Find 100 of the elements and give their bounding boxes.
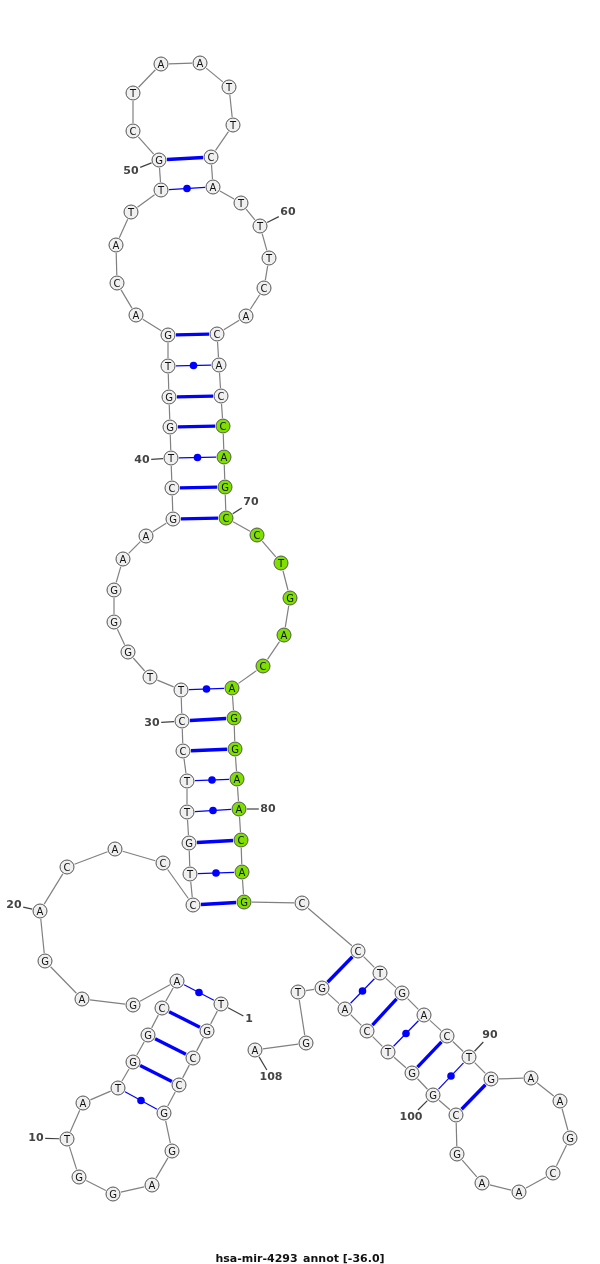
nucleotide-circle: A: [74, 991, 90, 1007]
nucleotide-circle: C: [185, 897, 201, 913]
nucleotide-circle: C: [125, 123, 141, 139]
nucleotide-circle: A: [108, 237, 124, 253]
position-number: 40: [134, 454, 150, 466]
nucleotide-circle: G: [151, 152, 167, 168]
nucleotide-circle: G: [161, 389, 177, 405]
nucleotide-circle: G: [217, 479, 233, 495]
nucleotide-circle: G: [160, 327, 176, 343]
nucleotide-circle: T: [125, 85, 141, 101]
nucleotide-circle: C: [233, 832, 249, 848]
position-number: 100: [399, 1111, 423, 1123]
nucleotide-circle: T: [173, 682, 189, 698]
nucleotide-circle: A: [169, 973, 185, 989]
nucleotide-circle: T: [160, 358, 176, 374]
nucleotide-circle: A: [231, 801, 247, 817]
nucleotide-circle: T: [153, 182, 169, 198]
nucleotide-circle: G: [199, 1023, 215, 1039]
nucleotide-circle: C: [209, 326, 225, 342]
nucleotide-circle: A: [523, 1070, 539, 1086]
nucleotide-circle: A: [192, 55, 208, 71]
nucleotide-circle: G: [562, 1130, 578, 1146]
nucleotide-circle: G: [394, 985, 410, 1001]
nucleotide-circle: A: [138, 528, 154, 544]
position-number: 108: [259, 1071, 283, 1083]
nucleotide-circle: T: [213, 996, 229, 1012]
nucleotide-circle: C: [171, 1077, 187, 1093]
nucleotide-circle: C: [59, 859, 75, 875]
nucleotide-circle: G: [140, 1027, 156, 1043]
position-number: 50: [123, 165, 139, 177]
position-number: 1: [245, 1013, 253, 1025]
nucleotide-circle: A: [115, 551, 131, 567]
nucleotide-circle: C: [294, 895, 310, 911]
nucleotide-circle: T: [290, 984, 306, 1000]
nucleotide-circle: A: [474, 1175, 490, 1191]
nucleotide-circle: T: [179, 773, 195, 789]
nucleotide-circle: C: [439, 1028, 455, 1044]
nucleotide-circle: G: [106, 614, 122, 630]
nucleotide-circle: A: [144, 1177, 160, 1193]
nucleotide-circle: T: [372, 965, 388, 981]
nucleotide-circle: A: [205, 179, 221, 195]
nucleotide-circle: T: [59, 1131, 75, 1147]
nucleotide-circle: G: [404, 1065, 420, 1081]
nucleotide-circle: T: [182, 866, 198, 882]
nucleotide-circle: T: [252, 218, 268, 234]
position-number: 20: [6, 899, 22, 911]
nucleotide-circle: A: [153, 56, 169, 72]
nucleotide-circle: G: [125, 1054, 141, 1070]
nucleotide-circle: C: [175, 743, 191, 759]
nucleotide-circle: C: [545, 1165, 561, 1181]
nucleotide-circle: G: [156, 1105, 172, 1121]
nucleotide-circle: A: [552, 1093, 568, 1109]
nucleotide-circle: A: [32, 903, 48, 919]
nucleotide-circle: C: [203, 149, 219, 165]
nucleotide-circle: A: [224, 680, 240, 696]
position-number: 70: [243, 496, 259, 508]
nucleotide-circle: T: [179, 804, 195, 820]
nucleotide-circle: C: [215, 418, 231, 434]
nucleotide-circle: T: [110, 1080, 126, 1096]
nucleotide-circle: G: [105, 1186, 121, 1202]
nucleotide-circle: G: [227, 741, 243, 757]
nucleotide-circle: A: [107, 841, 123, 857]
nucleotide-circle: A: [276, 627, 292, 643]
nucleotide-circle: A: [238, 308, 254, 324]
nucleotide-circle: C: [154, 1000, 170, 1016]
nucleotide-circle: T: [142, 669, 158, 685]
nucleotide-circle: G: [236, 894, 252, 910]
nucleotide-circle: C: [185, 1050, 201, 1066]
nucleotide-circle: A: [211, 357, 227, 373]
nucleotide-circle: C: [249, 527, 265, 543]
position-number: 30: [144, 717, 160, 729]
nucleotide-circle: G: [449, 1146, 465, 1162]
nucleotide-circle: T: [261, 250, 277, 266]
nucleotide-circle: T: [221, 79, 237, 95]
nucleotide-circle: T: [233, 195, 249, 211]
nucleotide-circle: G: [125, 997, 141, 1013]
nucleotide-circle: G: [120, 644, 136, 660]
nucleotide-circle: A: [229, 771, 245, 787]
nucleotide-circle: G: [282, 590, 298, 606]
nucleotide-circle: C: [164, 480, 180, 496]
nucleotide-circle: G: [164, 1143, 180, 1159]
nucleotide-circle: G: [425, 1087, 441, 1103]
nucleotide-circle: C: [448, 1107, 464, 1123]
nucleotide-circle: G: [314, 980, 330, 996]
nucleotide-circle: T: [461, 1049, 477, 1065]
nucleotide-circle: C: [218, 510, 234, 526]
nucleotide-circle: G: [106, 582, 122, 598]
nucleotide-circle: G: [162, 419, 178, 435]
nucleotide-circle: T: [225, 117, 241, 133]
nucleotide-circle: C: [255, 658, 271, 674]
nucleotide-circle: T: [380, 1044, 396, 1060]
position-number: 80: [260, 803, 276, 815]
nucleotide-circle: G: [71, 1169, 87, 1185]
nucleotide-circle: G: [37, 953, 53, 969]
nucleotide-circle: A: [75, 1095, 91, 1111]
nucleotide-circle: C: [155, 855, 171, 871]
nucleotide-circle: T: [163, 450, 179, 466]
nucleotide-circle: T: [273, 555, 289, 571]
nucleotide-circle: C: [350, 943, 366, 959]
nucleotide-circle: T: [123, 204, 139, 220]
